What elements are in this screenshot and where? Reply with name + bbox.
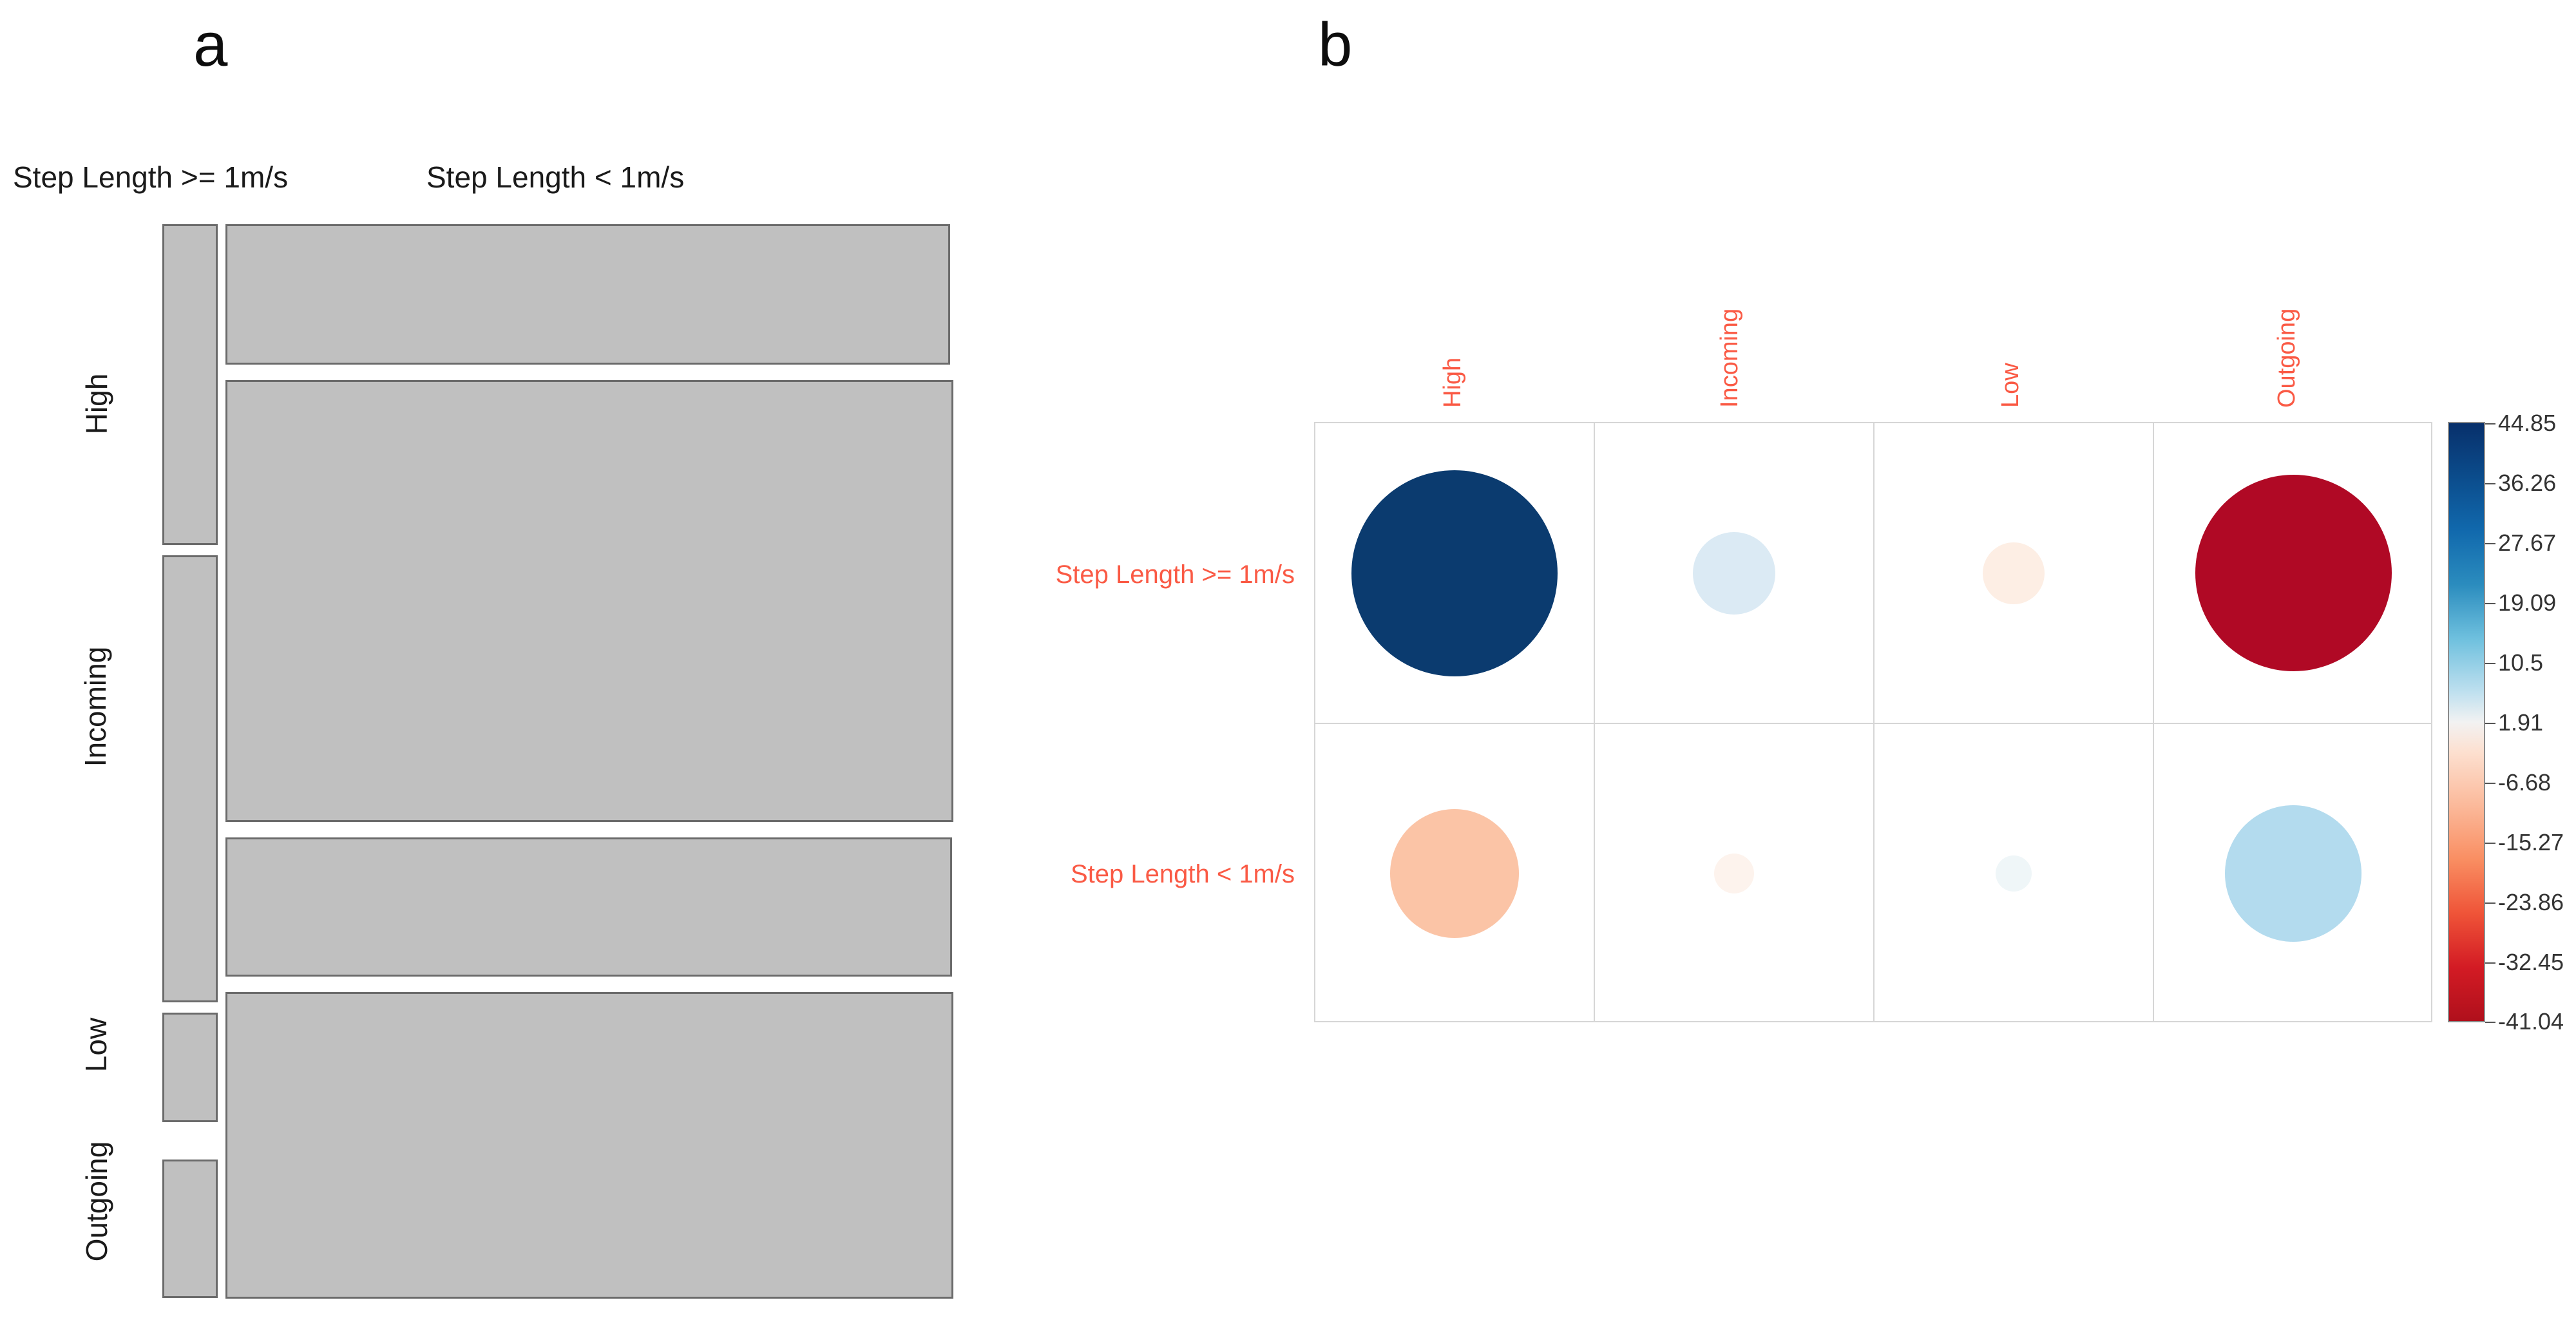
balloon-grid (1314, 422, 2432, 1022)
colorbar-tick-3 (2485, 603, 2495, 604)
colorbar-label-5: 1.91 (2498, 709, 2544, 736)
balloon-dot-high-highspeed (1351, 470, 1558, 676)
colorbar-label-6: -6.68 (2498, 769, 2552, 796)
colorbar-label-3: 19.09 (2498, 589, 2557, 616)
balloon-cell-r2c3 (1875, 724, 2153, 1022)
balloon-cell-r2c1 (1315, 724, 1594, 1022)
grid-vline-3 (2153, 423, 2154, 1021)
grid-vline-2 (1873, 423, 1875, 1021)
colorbar-tick-5 (2485, 723, 2495, 724)
colorbar-label-7: -15.27 (2498, 829, 2564, 855)
colorbar-label-10: -41.04 (2498, 1008, 2564, 1035)
colorbar-tick-1 (2485, 483, 2495, 484)
colorbar-tick-4 (2485, 663, 2495, 664)
balloon-cell-r1c2 (1595, 423, 1873, 723)
balloon-column-label-low: Low (1997, 363, 2024, 408)
colorbar-tick-9 (2485, 962, 2495, 964)
balloon-dot-low-highspeed (1983, 542, 2045, 604)
mosaic-column-title-low-speed: Step Length < 1m/s (426, 160, 685, 194)
balloon-cell-r2c4 (2154, 724, 2432, 1022)
colorbar-tick-8 (2485, 902, 2495, 904)
balloon-dot-incoming-lowspeed (1714, 853, 1754, 893)
mosaic-tile-left-low (162, 1013, 218, 1122)
balloon-cell-r1c4 (2154, 423, 2432, 723)
colorbar-label-9: -32.45 (2498, 949, 2564, 975)
balloon-cell-r1c3 (1875, 423, 2153, 723)
balloon-row-label-low-speed: Step Length < 1m/s (1070, 860, 1295, 888)
grid-vline-1 (1594, 423, 1595, 1021)
panel-a-letter: a (193, 10, 228, 79)
balloon-dot-low-lowspeed (1996, 855, 2032, 892)
panel-a-mosaic: a Step Length >= 1m/s Step Length < 1m/s… (0, 0, 1005, 1321)
grid-hline-1 (1315, 723, 2431, 724)
colorbar-tick-2 (2485, 543, 2495, 544)
mosaic-tile-right-high (225, 224, 950, 365)
balloon-column-label-outgoing: Outgoing (2273, 308, 2300, 408)
colorbar-label-2: 27.67 (2498, 530, 2557, 556)
balloon-cell-r2c2 (1595, 724, 1873, 1022)
mosaic-tile-right-low (225, 837, 952, 977)
colorbar-tick-10 (2485, 1022, 2495, 1023)
colorbar-tick-0 (2485, 423, 2495, 425)
colorbar-tick-6 (2485, 783, 2495, 784)
colorbar-label-4: 10.5 (2498, 649, 2544, 676)
colorbar-tick-7 (2485, 843, 2495, 844)
balloon-cell-r1c1 (1315, 423, 1594, 723)
panel-b-letter: b (1318, 10, 1353, 79)
colorbar-label-8: -23.86 (2498, 889, 2564, 915)
balloon-dot-outgoing-lowspeed (2225, 805, 2361, 942)
mosaic-tile-left-high (162, 224, 218, 545)
mosaic-column-title-high-speed: Step Length >= 1m/s (13, 160, 289, 194)
balloon-dot-high-lowspeed (1390, 808, 1519, 938)
balloon-dot-incoming-highspeed (1693, 531, 1775, 615)
mosaic-tile-right-incoming (225, 380, 953, 822)
colorbar-gradient (2448, 422, 2485, 1022)
colorbar-label-0: 44.85 (2498, 410, 2557, 436)
balloon-row-label-high-speed: Step Length >= 1m/s (1055, 560, 1295, 589)
mosaic-tile-right-outgoing (225, 992, 953, 1299)
mosaic-tile-left-incoming (162, 555, 218, 1002)
colorbar-label-1: 36.26 (2498, 470, 2557, 496)
balloon-column-label-incoming: Incoming (1716, 308, 1743, 408)
balloon-dot-outgoing-highspeed (2195, 475, 2392, 671)
balloon-column-label-high: High (1439, 357, 1466, 408)
mosaic-tile-left-outgoing (162, 1160, 218, 1298)
